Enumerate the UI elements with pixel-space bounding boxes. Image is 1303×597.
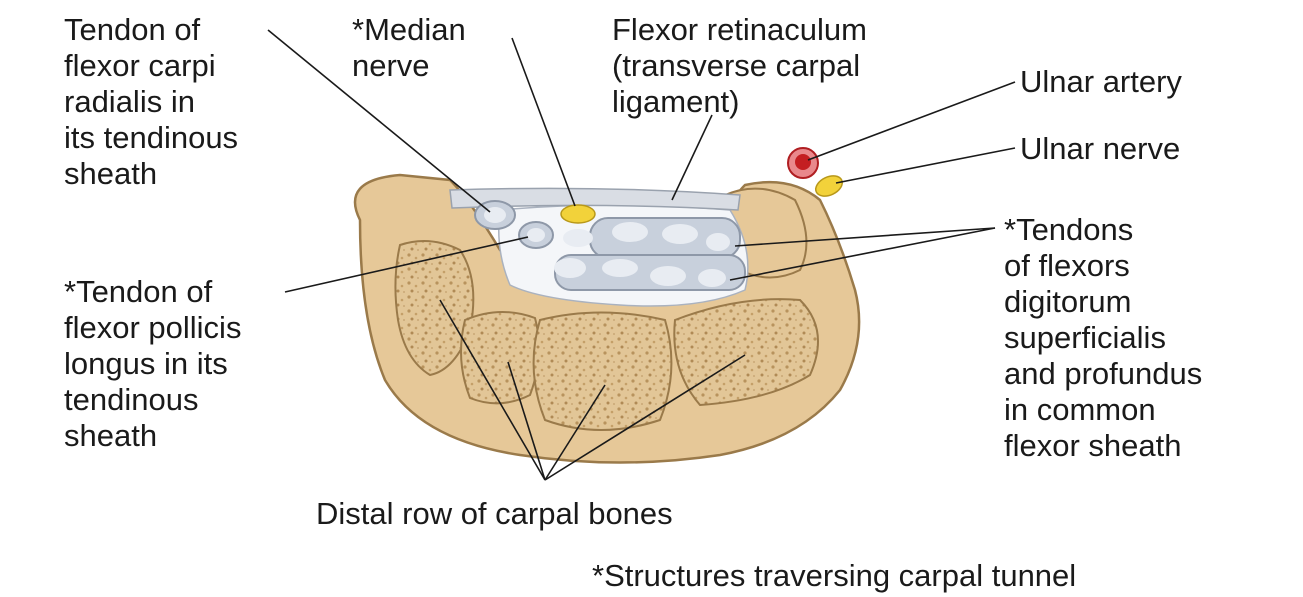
ulnar-artery-label: Ulnar artery <box>1020 64 1182 100</box>
carpal-bones-label: Distal row of carpal bones <box>316 496 673 532</box>
median-nerve <box>561 205 595 223</box>
carpal-bone-capitate <box>534 313 672 431</box>
ulnar-nerve-label: Ulnar nerve <box>1020 131 1180 167</box>
carpal-bone-trapezoid <box>461 312 539 403</box>
flexor-tendons-label: *Tendons of flexors digitorum superficia… <box>1004 212 1202 464</box>
flexor-retinaculum-label: Flexor retinaculum (transverse carpal li… <box>612 12 867 120</box>
median-nerve-label: *Median nerve <box>352 12 466 84</box>
fpl-tendon-label: *Tendon of flexor pollicis longus in its… <box>64 274 241 454</box>
footnote-label: *Structures traversing carpal tunnel <box>592 558 1076 594</box>
ulnar-nerve <box>813 172 846 200</box>
fcr-tendon-label: Tendon of flexor carpi radialis in its t… <box>64 12 238 192</box>
